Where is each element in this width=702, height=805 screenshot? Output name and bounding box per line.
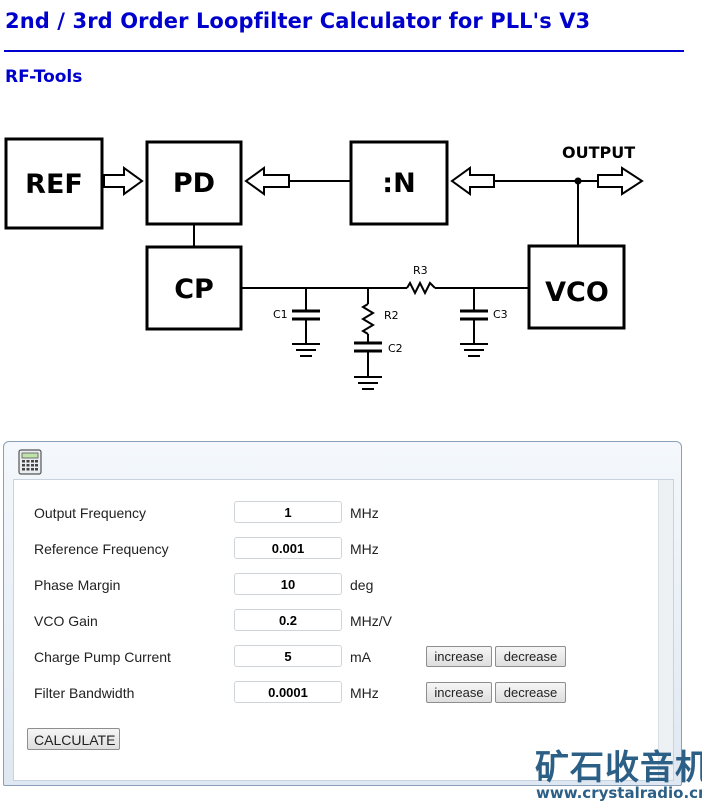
output-frequency-input[interactable] bbox=[234, 501, 342, 523]
arrow-ref-to-pd bbox=[103, 166, 144, 196]
row-output-frequency: Output Frequency MHz bbox=[14, 501, 614, 525]
phase-margin-unit: deg bbox=[350, 577, 374, 593]
charge-pump-current-unit: mA bbox=[350, 649, 371, 665]
calculator-form: Output Frequency MHz Reference Frequency… bbox=[13, 479, 674, 781]
charge-pump-current-label: Charge Pump Current bbox=[34, 649, 171, 665]
calculator-panel: Output Frequency MHz Reference Frequency… bbox=[3, 441, 682, 786]
output-frequency-unit: MHz bbox=[350, 505, 379, 521]
row-phase-margin: Phase Margin deg bbox=[14, 573, 614, 597]
charge-pump-decrease-button[interactable]: decrease bbox=[495, 646, 566, 667]
reference-frequency-unit: MHz bbox=[350, 541, 379, 557]
output-label: OUTPUT bbox=[562, 143, 635, 162]
output-frequency-label: Output Frequency bbox=[34, 505, 147, 521]
pll-block-diagram: REF PD :N CP VCO OUTPUT R3 C1 bbox=[4, 137, 644, 390]
vco-gain-label: VCO Gain bbox=[34, 613, 98, 629]
svg-text:REF: REF bbox=[25, 169, 83, 200]
output-arrow bbox=[597, 166, 644, 196]
filter-bandwidth-increase-button[interactable]: increase bbox=[426, 682, 492, 703]
c2-label: C2 bbox=[388, 342, 403, 355]
arrow-divider-to-pd bbox=[244, 166, 290, 196]
filter-bandwidth-decrease-button[interactable]: decrease bbox=[495, 682, 566, 703]
title-rule bbox=[4, 50, 684, 52]
calculate-button[interactable]: CALCULATE bbox=[27, 728, 120, 750]
row-charge-pump-current: Charge Pump Current mA increase decrease bbox=[14, 645, 614, 669]
page-subtitle: RF-Tools bbox=[5, 67, 83, 87]
filter-bandwidth-unit: MHz bbox=[350, 685, 379, 701]
filter-bandwidth-input[interactable] bbox=[234, 681, 342, 703]
calculator-icon bbox=[18, 449, 42, 475]
cp-block: CP bbox=[145, 245, 243, 331]
svg-text::N: :N bbox=[382, 168, 415, 199]
svg-text:PD: PD bbox=[173, 168, 215, 199]
c3-label: C3 bbox=[493, 308, 508, 321]
r3-label: R3 bbox=[413, 264, 428, 277]
pd-block: PD bbox=[145, 140, 243, 226]
vco-gain-input[interactable] bbox=[234, 609, 342, 631]
r3-resistor bbox=[406, 280, 436, 296]
phase-margin-label: Phase Margin bbox=[34, 577, 121, 593]
charge-pump-current-input[interactable] bbox=[234, 645, 342, 667]
svg-text:CP: CP bbox=[174, 274, 214, 305]
reference-frequency-input[interactable] bbox=[234, 537, 342, 559]
arrow-to-divider bbox=[450, 166, 495, 196]
r2-label: R2 bbox=[384, 309, 399, 322]
vco-gain-unit: MHz/V bbox=[350, 613, 392, 629]
vco-block: VCO bbox=[527, 244, 626, 330]
watermark-url: www.crystalradio.cn bbox=[536, 784, 702, 802]
svg-text:VCO: VCO bbox=[545, 277, 609, 308]
page-title: 2nd / 3rd Order Loopfilter Calculator fo… bbox=[5, 9, 591, 33]
reference-frequency-label: Reference Frequency bbox=[34, 541, 169, 557]
row-reference-frequency: Reference Frequency MHz bbox=[14, 537, 614, 561]
ref-block: REF bbox=[4, 137, 104, 230]
panel-scrollbar[interactable] bbox=[658, 480, 673, 780]
row-vco-gain: VCO Gain MHz/V bbox=[14, 609, 614, 633]
c1-label: C1 bbox=[273, 308, 288, 321]
r2-c2-branch bbox=[353, 288, 383, 390]
c3-capacitor bbox=[459, 288, 489, 357]
watermark-text: 矿石收音机 bbox=[535, 748, 702, 788]
divider-block: :N bbox=[349, 140, 449, 226]
r2-resistor bbox=[361, 303, 375, 335]
row-filter-bandwidth: Filter Bandwidth MHz increase decrease bbox=[14, 681, 614, 705]
charge-pump-increase-button[interactable]: increase bbox=[426, 646, 492, 667]
c1-capacitor bbox=[291, 288, 321, 357]
filter-bandwidth-label: Filter Bandwidth bbox=[34, 685, 135, 701]
phase-margin-input[interactable] bbox=[234, 573, 342, 595]
